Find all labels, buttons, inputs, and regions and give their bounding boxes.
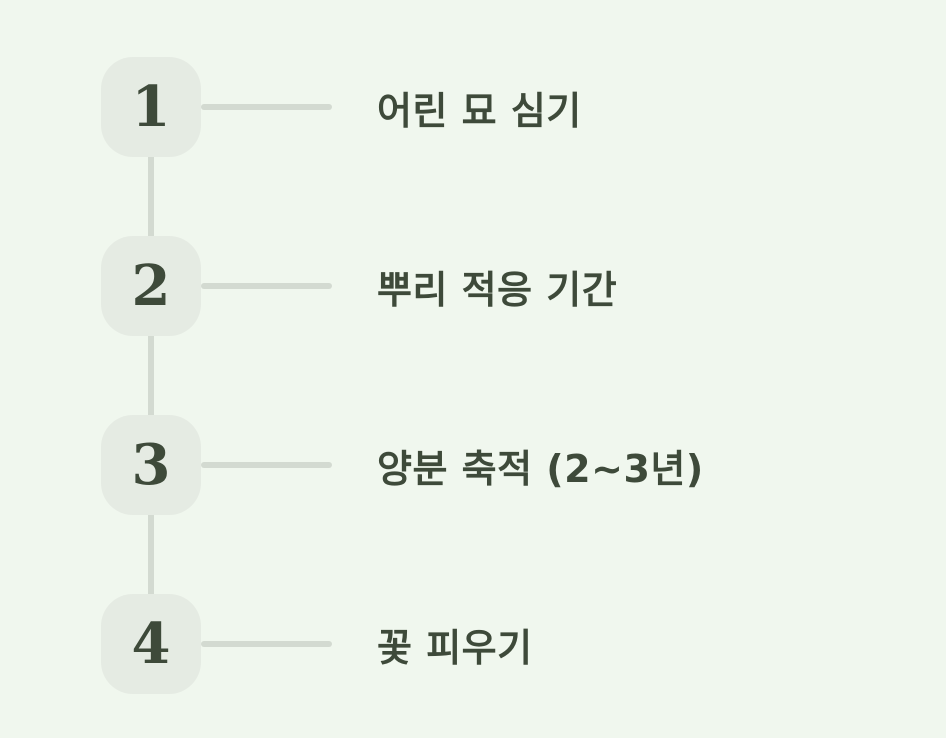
step-number-box-4: 4 bbox=[101, 594, 201, 694]
step-number-3: 3 bbox=[131, 432, 171, 498]
step-timeline: 1 어린 묘 심기 2 뿌리 적응 기간 3 양분 축적 (2~3년) 4 꽃 … bbox=[101, 57, 704, 694]
connector-line-2 bbox=[201, 283, 332, 289]
step-number-1: 1 bbox=[131, 74, 171, 140]
step-label-3: 양분 축적 (2~3년) bbox=[377, 446, 704, 491]
connector-line-3 bbox=[201, 462, 332, 468]
step-number-4: 4 bbox=[131, 611, 171, 677]
step-row-1: 1 어린 묘 심기 bbox=[101, 57, 704, 157]
step-label-2: 뿌리 적응 기간 bbox=[377, 267, 618, 312]
step-number-box-3: 3 bbox=[101, 415, 201, 515]
connector-line-1 bbox=[201, 104, 332, 110]
step-label-1: 어린 묘 심기 bbox=[377, 88, 582, 133]
step-row-4: 4 꽃 피우기 bbox=[101, 594, 704, 694]
step-number-box-1: 1 bbox=[101, 57, 201, 157]
step-number-box-2: 2 bbox=[101, 236, 201, 336]
step-number-2: 2 bbox=[131, 253, 171, 319]
step-row-3: 3 양분 축적 (2~3년) bbox=[101, 415, 704, 515]
connector-line-4 bbox=[201, 641, 332, 647]
step-row-2: 2 뿌리 적응 기간 bbox=[101, 236, 704, 336]
step-label-4: 꽃 피우기 bbox=[377, 625, 533, 670]
